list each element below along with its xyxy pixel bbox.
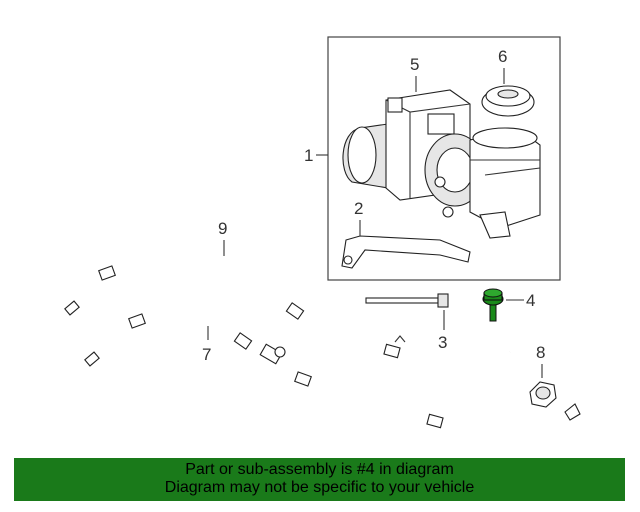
nut[interactable] (529, 381, 557, 408)
callout-1: 1 (304, 146, 313, 165)
return-hose[interactable] (84, 313, 581, 430)
reservoir-cap[interactable] (481, 85, 535, 117)
long-bolt[interactable] (365, 293, 449, 308)
highlighted-bolt-part-4[interactable] (482, 288, 504, 322)
callout-5: 5 (410, 55, 419, 74)
callout-8: 8 (536, 343, 545, 362)
mounting-bracket[interactable] (341, 235, 471, 269)
pressure-hose[interactable] (64, 257, 511, 361)
callout-6: 6 (498, 47, 507, 66)
callout-3: 3 (438, 333, 447, 352)
callout-4: 4 (526, 291, 535, 310)
banner-line-1: Part or sub-assembly is #4 in diagram (185, 461, 454, 478)
callout-7: 7 (202, 345, 211, 364)
callout-2: 2 (354, 199, 363, 218)
callout-9: 9 (218, 219, 227, 238)
banner-line-2: Diagram may not be specific to your vehi… (164, 479, 475, 496)
power-steering-pump-assembly[interactable] (341, 85, 541, 269)
info-banner: Part or sub-assembly is #4 in diagram Di… (14, 458, 625, 501)
parts-diagram: 1 5 6 2 3 4 8 9 (64, 36, 581, 430)
